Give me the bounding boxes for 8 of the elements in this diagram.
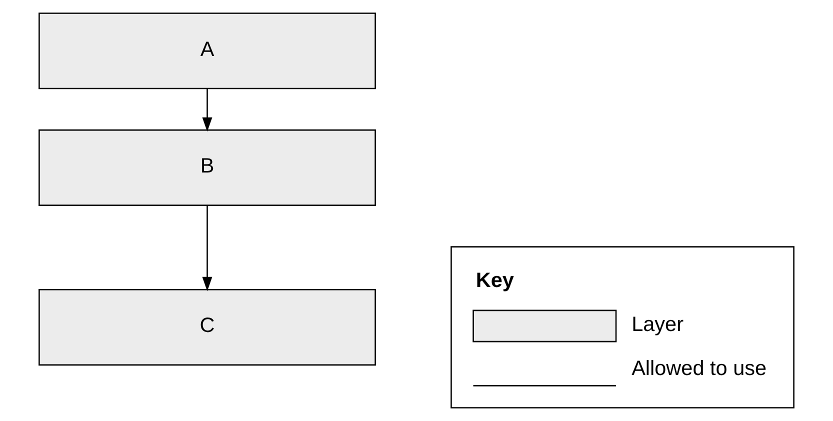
label: Key	[476, 268, 514, 292]
node-box: C	[38, 289, 376, 366]
legend-label: Layer	[632, 312, 684, 336]
arrow	[202, 205, 212, 292]
node-box: B	[38, 129, 376, 206]
arrow	[202, 88, 212, 132]
legend-label: Allowed to use	[632, 357, 767, 380]
node-box: A	[38, 12, 376, 90]
